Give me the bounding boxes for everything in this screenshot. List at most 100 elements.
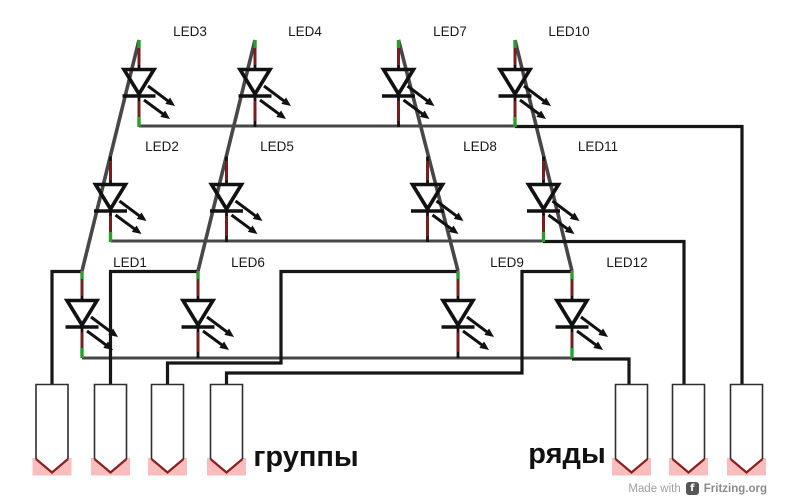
led-LED5[interactable]: LED5	[208, 139, 294, 242]
pin-tip-chevron-icon	[209, 458, 244, 474]
emission-arrow-icon	[466, 315, 490, 335]
led-label: LED11	[578, 139, 618, 154]
emission-arrowhead-icon	[160, 110, 170, 119]
led-label: LED7	[433, 24, 467, 39]
led-triangle	[92, 182, 129, 213]
emission-arrowhead-icon	[276, 110, 286, 119]
watermark-made-with: Made with	[628, 482, 681, 495]
emission-arrowhead-icon	[136, 212, 147, 221]
emission-arrow-icon	[406, 84, 430, 104]
pin-tip-chevron-icon	[150, 458, 185, 474]
emission-arrowhead-icon	[165, 97, 175, 106]
wire-row2-right[interactable]	[543, 239, 686, 385]
emission-arrowhead-icon	[541, 97, 551, 106]
led-triangle	[496, 67, 534, 98]
led-label: LED9	[490, 255, 524, 270]
emission-arrowhead-icon	[219, 341, 229, 350]
emission-arrow-icon	[263, 84, 287, 104]
pin-rows-1[interactable]	[612, 383, 651, 476]
emission-arrow-icon	[234, 199, 258, 219]
led-label: LED6	[231, 255, 265, 270]
emission-arrowhead-icon	[108, 328, 118, 337]
emission-arrowhead-icon	[564, 225, 575, 234]
emission-arrow-icon	[90, 315, 114, 335]
led-label: LED2	[145, 139, 179, 154]
pin-body	[615, 384, 648, 473]
emission-arrowhead-icon	[247, 225, 258, 234]
emission-arrowhead-icon	[131, 225, 142, 234]
led-LED12[interactable]: LED12	[553, 255, 648, 358]
emission-arrow-icon	[551, 199, 575, 219]
led-LED2[interactable]: LED2	[92, 139, 179, 242]
pin-outline	[35, 383, 69, 459]
emission-arrowhead-icon	[424, 97, 435, 106]
emission-arrow-icon	[206, 315, 230, 335]
wire-group1[interactable]	[50, 269, 81, 385]
led-label: LED1	[113, 255, 147, 270]
led-triangle	[63, 298, 101, 329]
pin-body	[210, 384, 243, 473]
emission-arrowhead-icon	[448, 225, 459, 234]
pin-groups-4[interactable]	[207, 383, 246, 476]
led-label: LED10	[548, 24, 589, 39]
groups-caption: группы	[253, 441, 358, 473]
led-LED9[interactable]: LED9	[439, 255, 524, 358]
emission-arrowhead-icon	[598, 328, 608, 337]
emission-arrow-icon	[230, 213, 253, 232]
emission-arrowhead-icon	[453, 212, 464, 221]
emission-arrow-icon	[523, 84, 547, 104]
emission-arrow-icon	[114, 213, 137, 232]
emission-arrow-icon	[462, 329, 485, 348]
emission-arrow-icon	[118, 199, 142, 219]
wire-row1-right[interactable]	[515, 124, 744, 385]
led-triangle	[380, 67, 417, 98]
led-LED7[interactable]: LED7	[380, 24, 467, 127]
emission-arrowhead-icon	[224, 328, 234, 337]
pin-rows-3[interactable]	[727, 383, 766, 476]
emission-arrowhead-icon	[536, 110, 546, 119]
emission-arrowhead-icon	[479, 341, 489, 350]
led-LED4[interactable]: LED4	[236, 24, 323, 127]
emission-arrow-icon	[147, 84, 171, 104]
pin-outline	[729, 383, 764, 459]
fritzing-logo-icon: f	[685, 482, 699, 495]
emission-arrowhead-icon	[252, 212, 263, 221]
emission-arrow-icon	[580, 315, 604, 335]
emission-arrow-icon	[435, 199, 459, 219]
pin-body	[151, 384, 184, 473]
led-triangle	[179, 298, 217, 329]
emission-arrow-icon	[576, 329, 599, 348]
led-LED3[interactable]: LED3	[120, 24, 207, 127]
wire-group3[interactable]	[165, 269, 458, 385]
emission-arrow-icon	[143, 98, 166, 117]
emission-arrowhead-icon	[569, 212, 580, 221]
pin-groups-1[interactable]	[32, 383, 72, 476]
pin-groups-2[interactable]	[91, 383, 130, 476]
pin-groups-3[interactable]	[148, 383, 187, 476]
emission-arrow-icon	[547, 213, 570, 232]
led-LED6[interactable]: LED6	[179, 255, 265, 358]
led-LED1[interactable]: LED1	[63, 255, 147, 358]
wire-row3-right[interactable]	[572, 357, 631, 384]
emission-arrowhead-icon	[484, 328, 494, 337]
pin-outline	[150, 383, 185, 459]
wire-group4[interactable]	[224, 269, 572, 385]
led-LED8[interactable]: LED8	[409, 139, 497, 242]
emission-arrowhead-icon	[103, 341, 113, 350]
emission-arrow-icon	[259, 98, 282, 117]
watermark-brand[interactable]: Fritzing.org	[703, 482, 767, 495]
pin-rows-2[interactable]	[669, 383, 708, 476]
pin-tip-chevron-icon	[35, 458, 69, 474]
led-triangle	[409, 182, 446, 213]
led-LED10[interactable]: LED10	[496, 24, 590, 127]
led-LED11[interactable]: LED11	[525, 139, 618, 242]
led-label: LED12	[606, 255, 647, 270]
pin-body	[36, 384, 68, 473]
pin-tip-chevron-icon	[671, 458, 706, 474]
pin-tip-chevron-icon	[614, 458, 649, 474]
pin-body	[94, 384, 127, 473]
pins-layer	[32, 383, 766, 476]
